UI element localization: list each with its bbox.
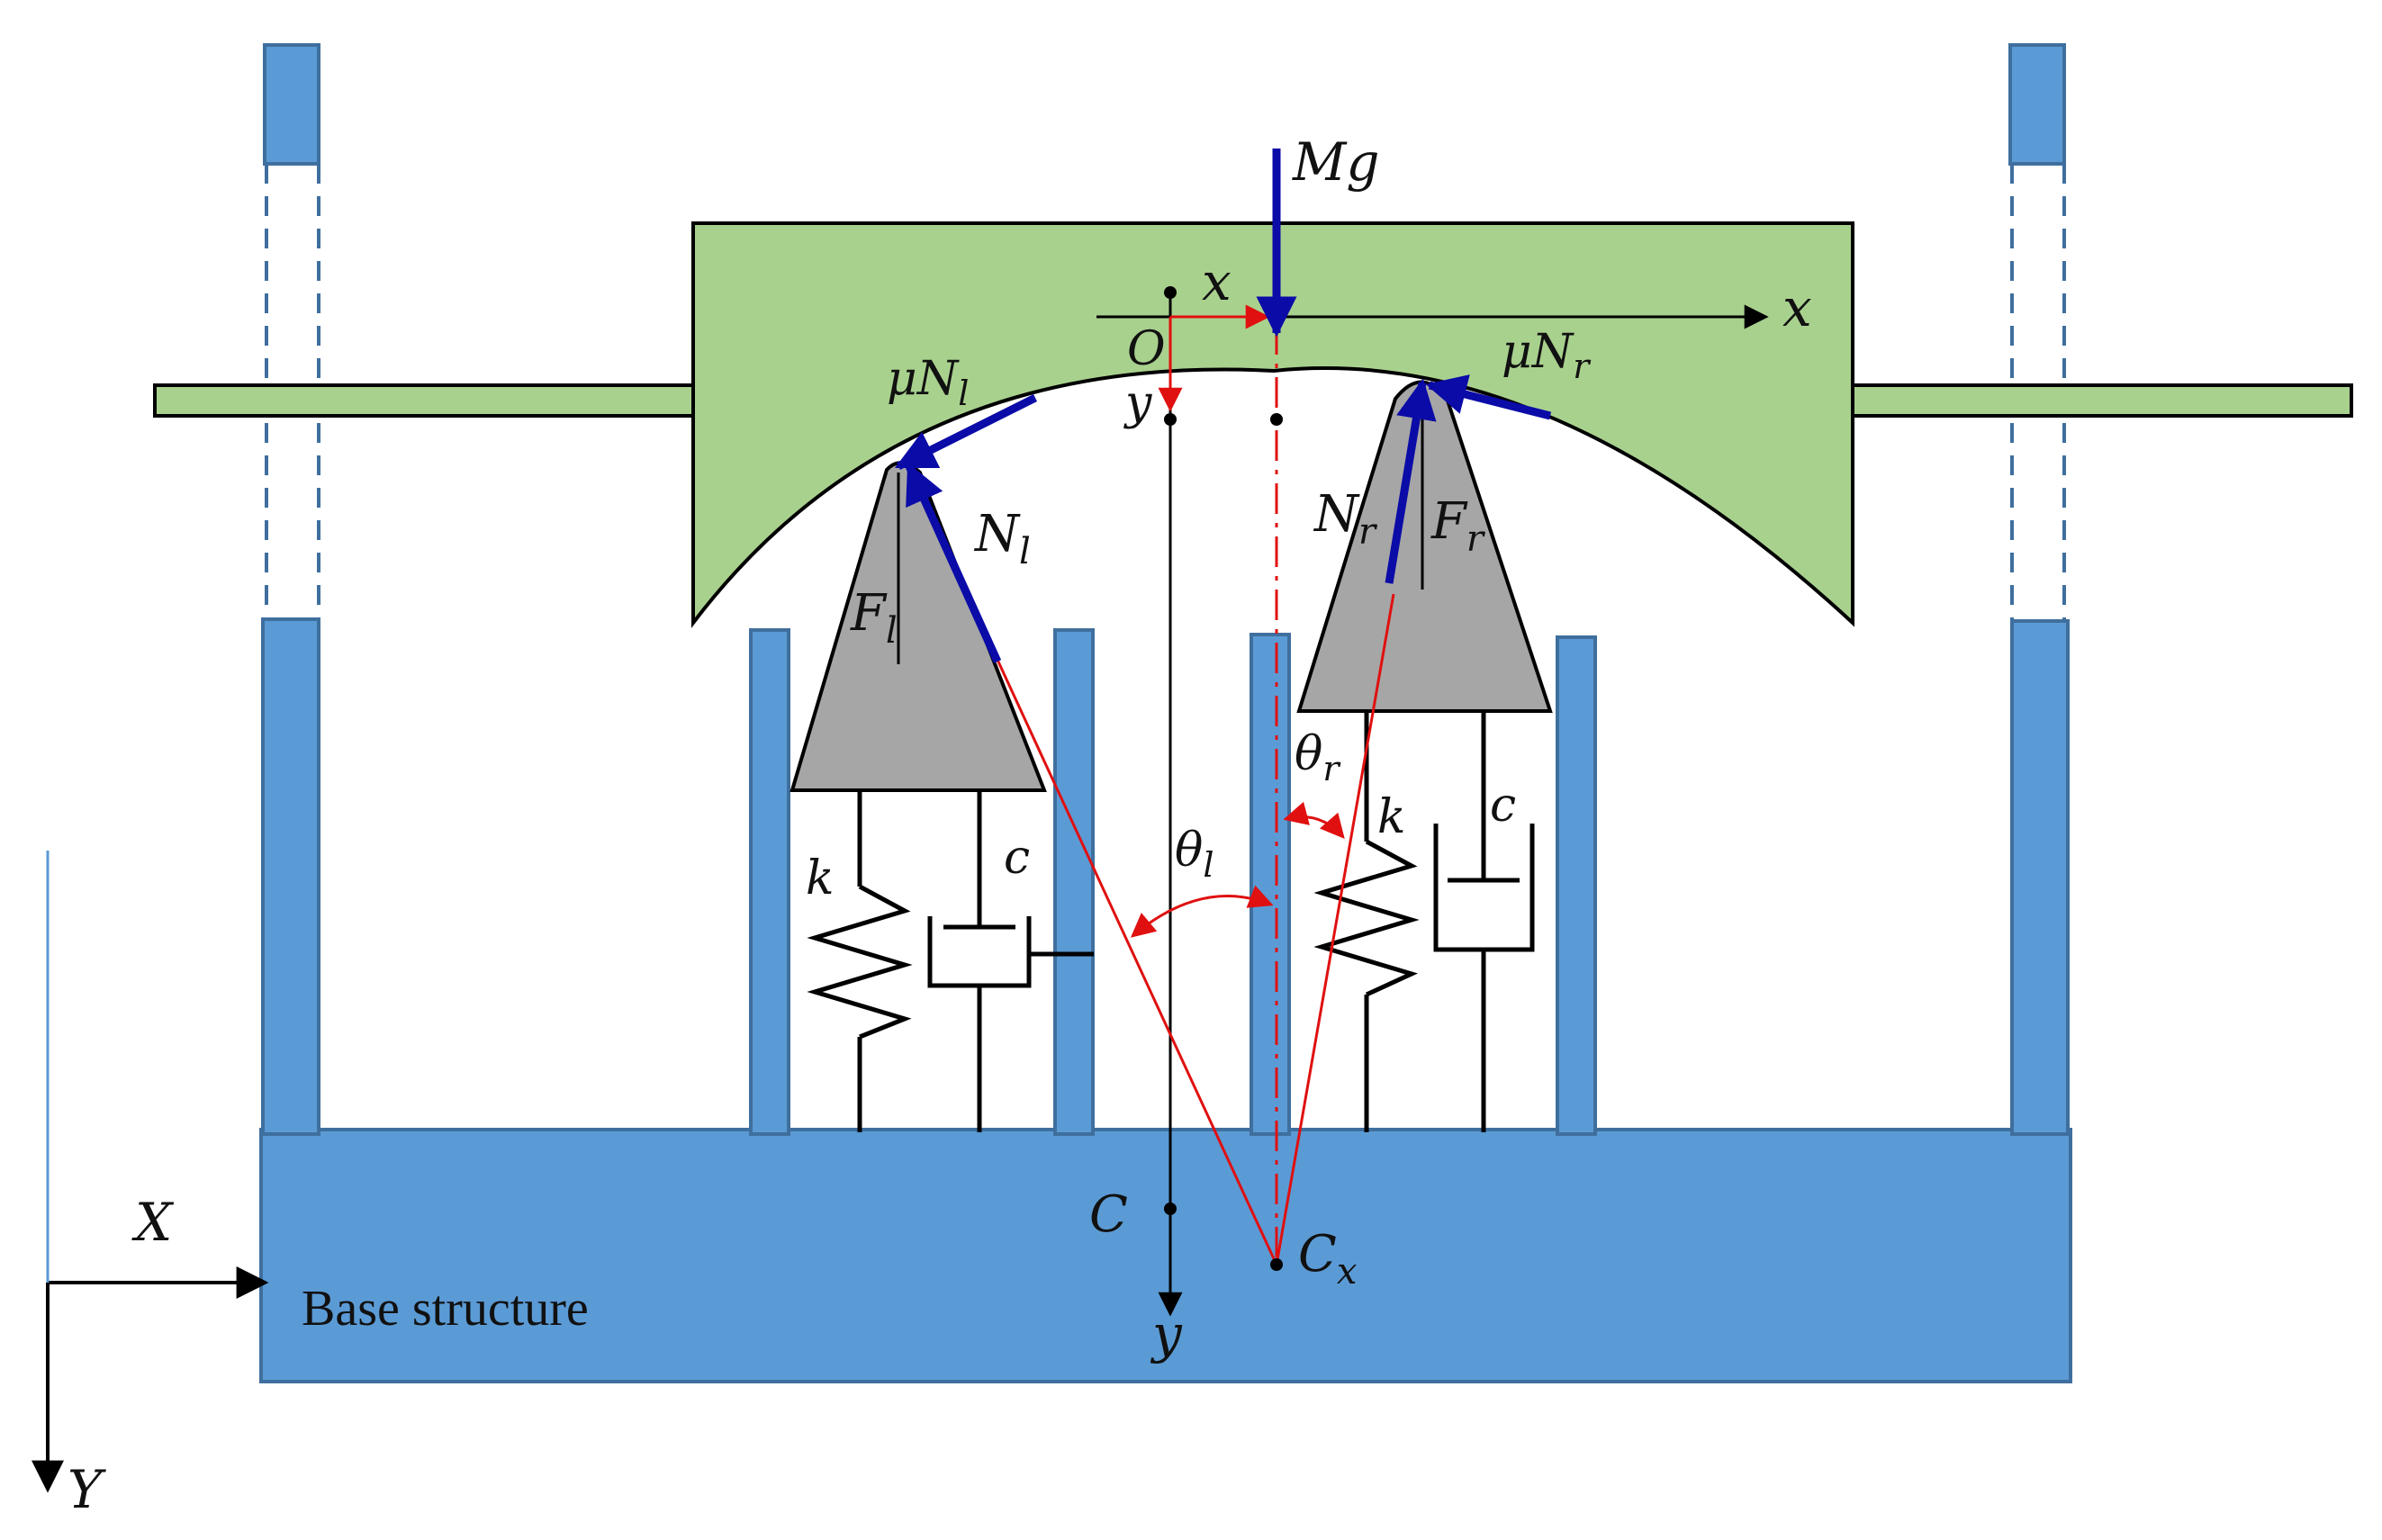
right-rod [1844, 383, 2353, 418]
origin-point [1164, 286, 1177, 299]
right-radius-line [1275, 593, 1395, 1265]
mu-nl-arrow [894, 393, 1038, 471]
left-outer-wall [261, 617, 320, 1136]
left-spring [807, 790, 913, 1132]
inner-wall-4 [1556, 635, 1597, 1136]
inner-wall-1 [749, 628, 790, 1136]
label-fl: Fl [850, 584, 898, 652]
points [1164, 286, 1283, 1271]
label-mu-nr: μNr [1502, 325, 1592, 386]
label-fr: Fr [1430, 492, 1486, 560]
label-cx: Cx [1298, 1225, 1357, 1292]
label-theta-r: θr [1295, 727, 1341, 788]
label-k-right: k [1377, 790, 1406, 844]
nr-arrow [1385, 378, 1437, 584]
left-rod [153, 383, 697, 418]
label-x-axis: x [1782, 277, 1812, 338]
mu-nr-arrow [1425, 374, 1552, 420]
forces [894, 149, 1552, 663]
geometry-lines [996, 304, 1395, 1265]
label-c-left: c [1004, 831, 1030, 885]
label-k-left: k [806, 851, 835, 905]
label-global-y: Y [68, 1459, 106, 1520]
cx-point [1270, 1258, 1283, 1271]
label-c-point: C [1089, 1185, 1128, 1244]
label-y-axis: y [1150, 1303, 1183, 1364]
inner-wall-2 [1053, 628, 1095, 1136]
base-structure [259, 43, 2072, 1383]
label-global-x: X [131, 1192, 175, 1253]
label-base-structure: Base structure [302, 1281, 589, 1337]
left-damper [927, 790, 1094, 1132]
right-damper [1433, 711, 1535, 1132]
right-outer-wall [2010, 619, 2070, 1136]
theta-r-arc [1283, 801, 1345, 840]
label-nr: Nr [1313, 485, 1378, 553]
y-point [1164, 413, 1177, 426]
label-y-disp: y [1123, 376, 1152, 430]
label-theta-l: θl [1175, 824, 1214, 885]
label-c-right: c [1490, 779, 1516, 833]
label-mu-nl: μNl [887, 352, 969, 413]
label-origin: O [1127, 322, 1166, 376]
nl-arrow [905, 462, 1002, 663]
theta-l-arc [1130, 885, 1274, 938]
label-x-disp: x [1202, 251, 1232, 312]
label-nl: Nl [973, 505, 1031, 572]
center-offset-point [1270, 413, 1283, 426]
label-mg: Mg [1292, 131, 1380, 193]
isolated-mass [153, 221, 2353, 628]
mass-body [691, 221, 1854, 628]
left-radius-line [996, 659, 1278, 1265]
right-roller [1296, 380, 1553, 713]
base-body [259, 1128, 2072, 1383]
inner-wall-3 [1250, 633, 1291, 1136]
right-spring [1313, 711, 1420, 1132]
c-point [1164, 1202, 1177, 1215]
left-guide-top [263, 43, 320, 166]
right-guide-top [2008, 43, 2066, 166]
